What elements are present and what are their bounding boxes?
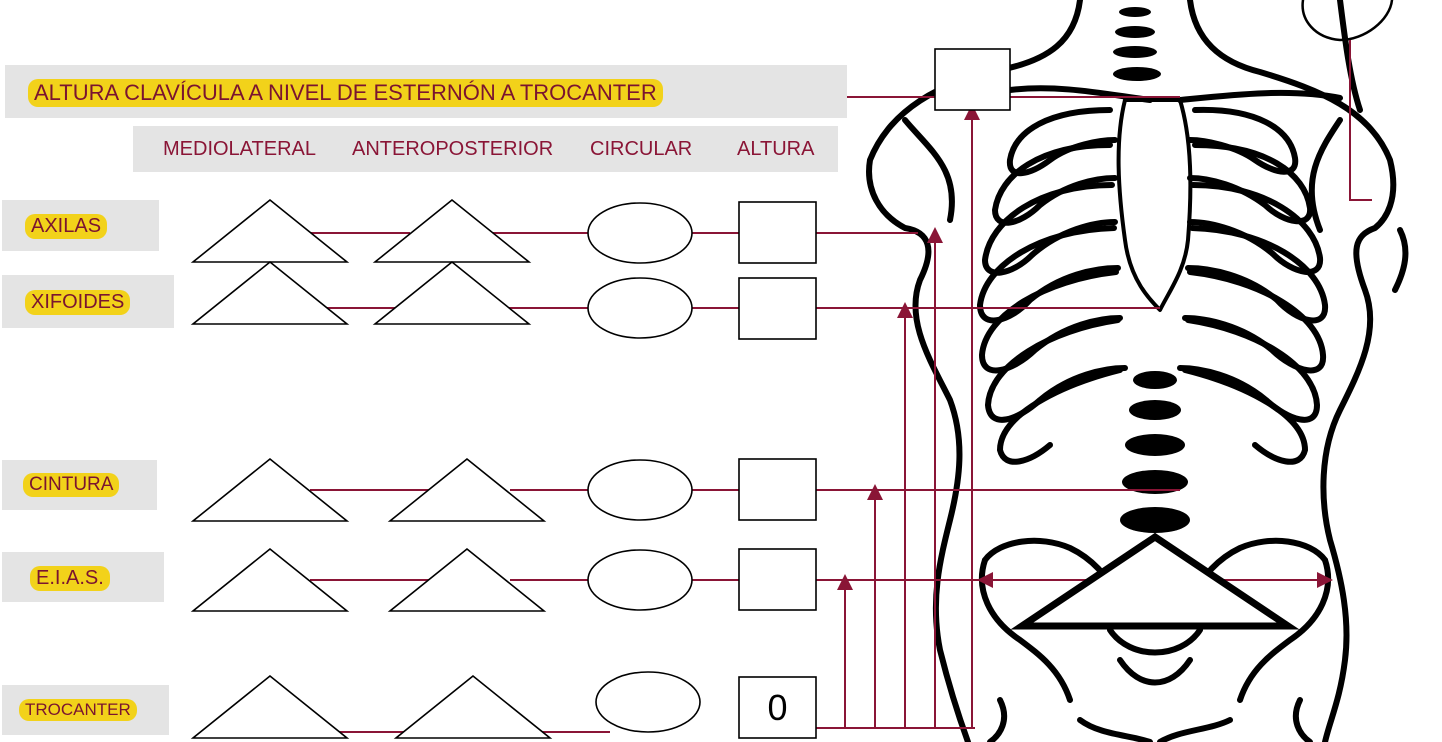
eias-anteroposterior-triangle: [387, 547, 547, 612]
measurement-shapes: [190, 48, 1300, 739]
trocanter-altura-value: 0: [767, 686, 788, 728]
eias-circular-ellipse: [587, 549, 693, 611]
column-header-anteroposterior: ANTEROPOSTERIOR: [352, 138, 554, 160]
row-label-eias: E.I.A.S.: [30, 566, 110, 591]
row-label-xifoides: XIFOIDES: [25, 290, 131, 315]
xifoides-mediolateral-triangle: [190, 260, 350, 325]
column-header-mediolateral: MEDIOLATERAL: [163, 138, 316, 160]
column-header-altura: ALTURA: [737, 138, 815, 160]
column-header-band: [133, 126, 838, 172]
eias-altura-square: [738, 548, 817, 611]
cintura-mediolateral-triangle: [190, 457, 350, 522]
torso-skeleton-illustration: [866, 0, 1409, 742]
trocanter-circular-ellipse: [595, 671, 701, 733]
row-label-cintura: CINTURA: [23, 473, 120, 497]
clavicle-altura-square: [934, 48, 1011, 111]
trocanter-anteroposterior-triangle: [393, 674, 553, 739]
axilas-circular-ellipse: [587, 202, 693, 264]
title-label: ALTURA CLAVÍCULA A NIVEL DE ESTERNÓN A T…: [28, 79, 663, 107]
trocanter-mediolateral-triangle: [190, 674, 350, 739]
axilas-altura-square: [738, 201, 817, 264]
xifoides-altura-square: [738, 277, 817, 340]
trocanter-altura-square: [738, 676, 817, 739]
row-label-axilas: AXILAS: [25, 214, 108, 239]
pelvis-triangle: [1010, 532, 1300, 630]
row-label-trocanter: TROCANTER: [19, 699, 137, 721]
xifoides-circular-ellipse: [587, 277, 693, 339]
cintura-anteroposterior-triangle: [387, 457, 547, 522]
cintura-altura-square: [738, 458, 817, 521]
eias-mediolateral-triangle: [190, 547, 350, 612]
connector-lines: [310, 40, 1372, 733]
cintura-circular-ellipse: [587, 459, 693, 521]
axilas-anteroposterior-triangle: [372, 198, 532, 263]
xifoides-anteroposterior-triangle: [372, 260, 532, 325]
axilas-mediolateral-triangle: [190, 198, 350, 263]
column-header-circular: CIRCULAR: [590, 138, 693, 160]
